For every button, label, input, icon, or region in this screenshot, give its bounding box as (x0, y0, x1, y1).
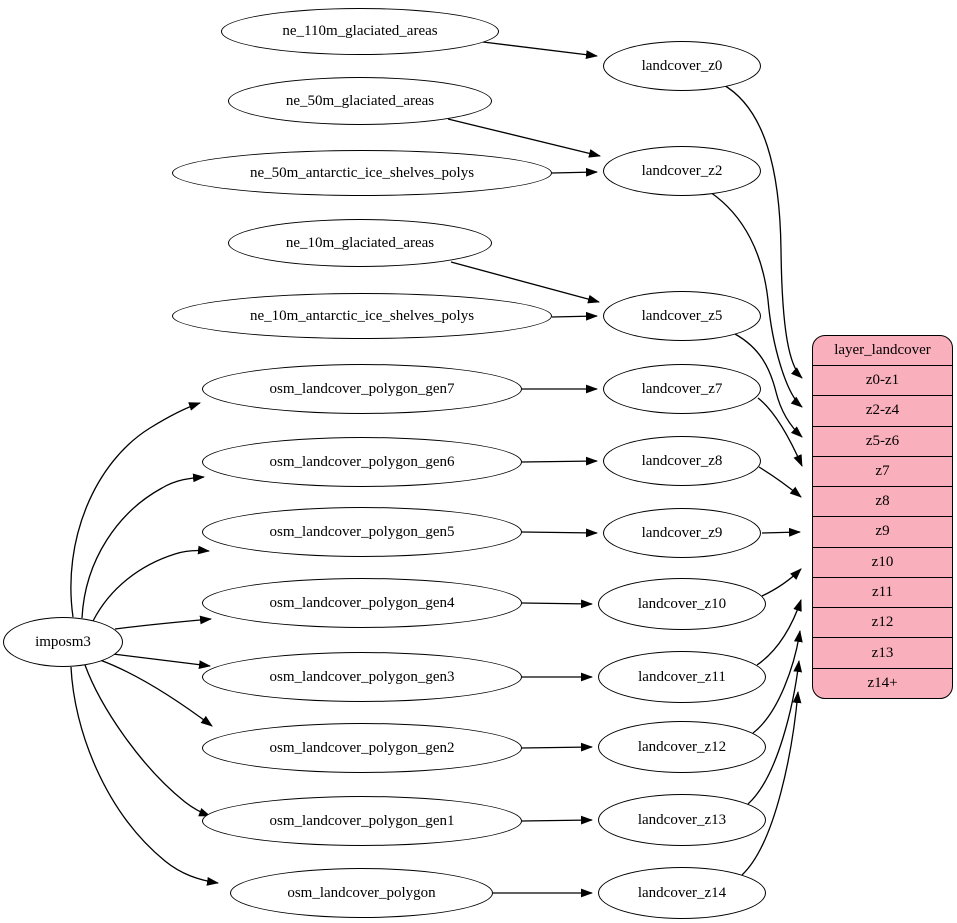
record-title: layer_landcover (834, 342, 931, 358)
node-landcover_z13: landcover_z13 (598, 794, 766, 846)
record-row-z8: z8 (813, 486, 952, 516)
node-label: landcover_z13 (637, 811, 727, 828)
record-row-z13: z13 (813, 637, 952, 667)
edge-osm_landcover_polygon_gen1-landcover_z13 (521, 815, 593, 825)
edge-landcover_z10-row-z10 (761, 568, 802, 597)
record-row-z0-z1: z0-z1 (813, 365, 952, 395)
node-label: osm_landcover_polygon_gen2 (269, 739, 455, 756)
node-osm_landcover_polygon_gen3: osm_landcover_polygon_gen3 (202, 652, 522, 702)
edge-imposm3-osm_landcover_polygon_gen5 (92, 545, 210, 622)
node-layer_landcover: layer_landcover z0-z1 z2-z4 z5-z6 z7 z8 … (812, 335, 953, 699)
node-label: imposm3 (35, 633, 91, 650)
node-label: landcover_z12 (637, 738, 727, 755)
edge-landcover_z11-row-z11 (756, 599, 802, 666)
node-label: landcover_z11 (638, 668, 726, 685)
record-row-z7: z7 (813, 455, 952, 486)
edge-osm_landcover_polygon_gen5-landcover_z9 (521, 528, 598, 538)
node-label: osm_landcover_polygon_gen6 (269, 453, 455, 470)
node-osm_landcover_polygon_gen2: osm_landcover_polygon_gen2 (202, 723, 522, 773)
edge-imposm3-osm_landcover_polygon_gen3 (112, 653, 211, 670)
edge-landcover_z13-row-z13 (747, 660, 803, 805)
edge-landcover_z2-row-z2-z4 (709, 191, 803, 408)
node-landcover_z0: landcover_z0 (603, 41, 761, 91)
node-label: landcover_z5 (641, 307, 723, 324)
node-label: landcover_z0 (641, 57, 723, 74)
record-row-z11: z11 (813, 576, 952, 607)
edge-imposm3-osm_landcover_polygon_gen2 (99, 659, 213, 727)
node-imposm3: imposm3 (3, 617, 123, 667)
edge-osm_landcover_polygon_gen6-landcover_z8 (521, 456, 598, 466)
edge-ne_50m_antarctic_ice_shelves_polys-landcover_z2 (551, 167, 598, 177)
node-ne_10m_glaciated_areas: ne_10m_glaciated_areas (228, 219, 492, 267)
node-label: ne_110m_glaciated_areas (282, 23, 438, 39)
node-label: osm_landcover_polygon_gen3 (269, 668, 455, 685)
node-landcover_z2: landcover_z2 (603, 146, 761, 196)
edge-landcover_z9-row-z9 (761, 527, 801, 537)
node-label: landcover_z7 (641, 380, 723, 397)
record-row-z10: z10 (813, 546, 952, 577)
edge-landcover_z0-row-z0-z1 (721, 83, 803, 379)
node-label: landcover_z10 (637, 595, 727, 612)
node-label: ne_50m_glaciated_areas (285, 92, 435, 109)
node-label: ne_10m_glaciated_areas (285, 234, 435, 251)
node-osm_landcover_polygon_gen5: osm_landcover_polygon_gen5 (202, 507, 522, 557)
node-osm_landcover_polygon_gen1: osm_landcover_polygon_gen1 (202, 796, 522, 846)
edge-imposm3-osm_landcover_polygon_gen4 (114, 615, 212, 630)
edge-landcover_z12-row-z12 (752, 630, 803, 734)
node-ne_10m_antarctic_ice_shelves_polys: ne_10m_antarctic_ice_shelves_polys (172, 293, 552, 339)
node-ne_50m_antarctic_ice_shelves_polys: ne_50m_antarctic_ice_shelves_polys (172, 150, 552, 196)
edge-imposm3-osm_landcover_polygon_gen1 (84, 664, 211, 817)
edge-landcover_z14-row-z14plus (741, 691, 802, 876)
node-landcover_z8: landcover_z8 (603, 436, 761, 486)
record-row-z14plus: z14+ (813, 667, 952, 698)
edge-osm_landcover_polygon_gen4-landcover_z10 (521, 599, 593, 609)
node-osm_landcover_polygon_gen7: osm_landcover_polygon_gen7 (202, 364, 522, 414)
edge-ne_10m_glaciated_areas-landcover_z5 (450, 261, 600, 304)
record-row-z2-z4: z2-z4 (813, 395, 952, 425)
record-row-z5-z6: z5-z6 (813, 425, 952, 456)
node-osm_landcover_polygon: osm_landcover_polygon (230, 868, 493, 918)
node-label: landcover_z2 (641, 162, 723, 179)
record-row-z9: z9 (813, 516, 952, 546)
edge-landcover_z8-row-z8 (758, 466, 802, 498)
node-osm_landcover_polygon_gen4: osm_landcover_polygon_gen4 (202, 578, 522, 628)
node-landcover_z5: landcover_z5 (603, 291, 761, 341)
node-label: landcover_z14 (637, 884, 727, 901)
edge-imposm3-osm_landcover_polygon_gen7 (70, 402, 201, 618)
node-landcover_z9: landcover_z9 (603, 508, 761, 558)
node-label: ne_10m_antarctic_ice_shelves_polys (249, 307, 475, 324)
node-landcover_z11: landcover_z11 (598, 651, 766, 703)
node-label: osm_landcover_polygon_gen5 (269, 523, 455, 540)
node-landcover_z14: landcover_z14 (598, 867, 766, 919)
edge-ne_10m_antarctic_ice_shelves_polys-landcover_z5 (551, 311, 598, 321)
node-osm_landcover_polygon_gen6: osm_landcover_polygon_gen6 (202, 437, 522, 487)
node-label: osm_landcover_polygon_gen4 (269, 594, 455, 611)
edge-landcover_z7-row-z7 (757, 397, 803, 467)
edge-ne_110m_glaciated_areas-landcover_z0 (482, 41, 598, 60)
edge-landcover_z5-row-z5-z6 (734, 333, 803, 438)
edge-osm_landcover_polygon_gen2-landcover_z12 (521, 742, 593, 752)
node-label: ne_50m_antarctic_ice_shelves_polys (249, 164, 475, 181)
node-label: osm_landcover_polygon_gen1 (269, 812, 455, 829)
edge-imposm3-osm_landcover_polygon (70, 666, 219, 886)
edge-ne_50m_glaciated_areas-landcover_z2 (447, 118, 601, 158)
node-landcover_z10: landcover_z10 (598, 578, 766, 630)
node-label: osm_landcover_polygon (287, 884, 436, 901)
node-label: landcover_z9 (641, 524, 723, 541)
node-ne_50m_glaciated_areas: ne_50m_glaciated_areas (228, 77, 492, 125)
node-landcover_z7: landcover_z7 (603, 364, 761, 414)
node-landcover_z12: landcover_z12 (598, 721, 766, 773)
node-label: landcover_z8 (641, 452, 723, 469)
edge-imposm3-osm_landcover_polygon_gen6 (81, 473, 205, 619)
node-ne_110m_glaciated_areas: ne_110m_glaciated_areas (221, 8, 499, 55)
record-row-z12: z12 (813, 607, 952, 637)
node-label: osm_landcover_polygon_gen7 (269, 380, 455, 397)
